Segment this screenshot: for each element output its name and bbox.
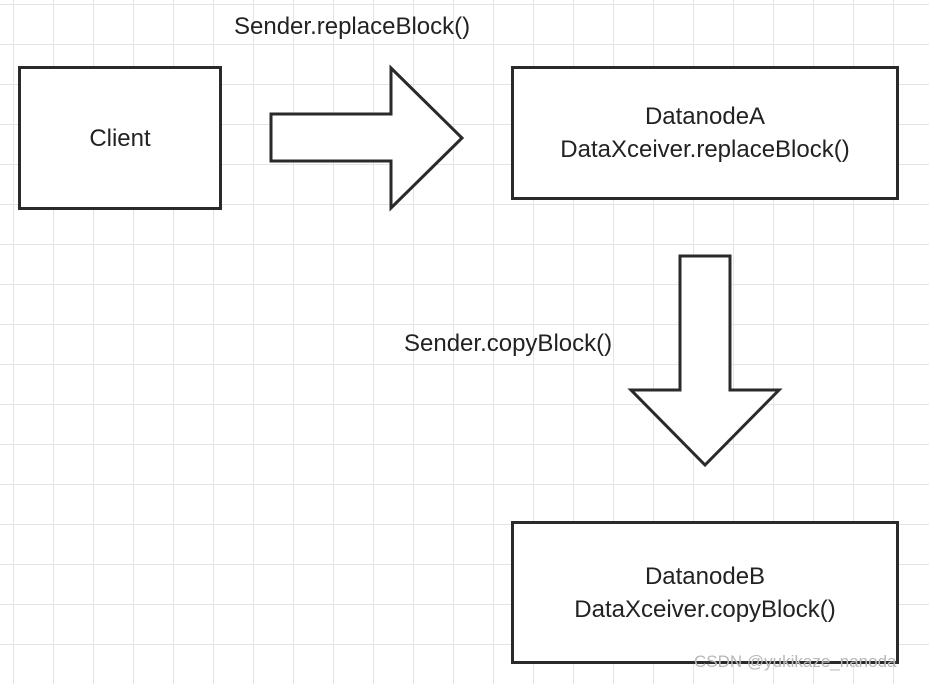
datanode-a-name: DatanodeA xyxy=(644,103,766,130)
watermark: CSDN @yukikaze_nanoda xyxy=(694,652,897,671)
client-label: Client xyxy=(89,124,151,152)
datanode-a-method: DataXceiver.replaceBlock() xyxy=(560,136,850,163)
datanode-b-box: DatanodeB DataXceiver.copyBlock() xyxy=(511,521,899,664)
client-box: Client xyxy=(18,66,222,210)
datanode-b-name: DatanodeB xyxy=(644,562,766,590)
datanode-b-method: DataXceiver.copyBlock() xyxy=(574,595,836,623)
replace-block-edge-label: Sender.replaceBlock() xyxy=(234,13,471,40)
copy-block-edge-label: Sender.copyBlock() xyxy=(404,330,613,357)
right-arrow-shape xyxy=(269,64,465,212)
down-arrow-shape xyxy=(627,254,783,468)
datanode-a-box: DatanodeA DataXceiver.replaceBlock() xyxy=(511,66,899,200)
